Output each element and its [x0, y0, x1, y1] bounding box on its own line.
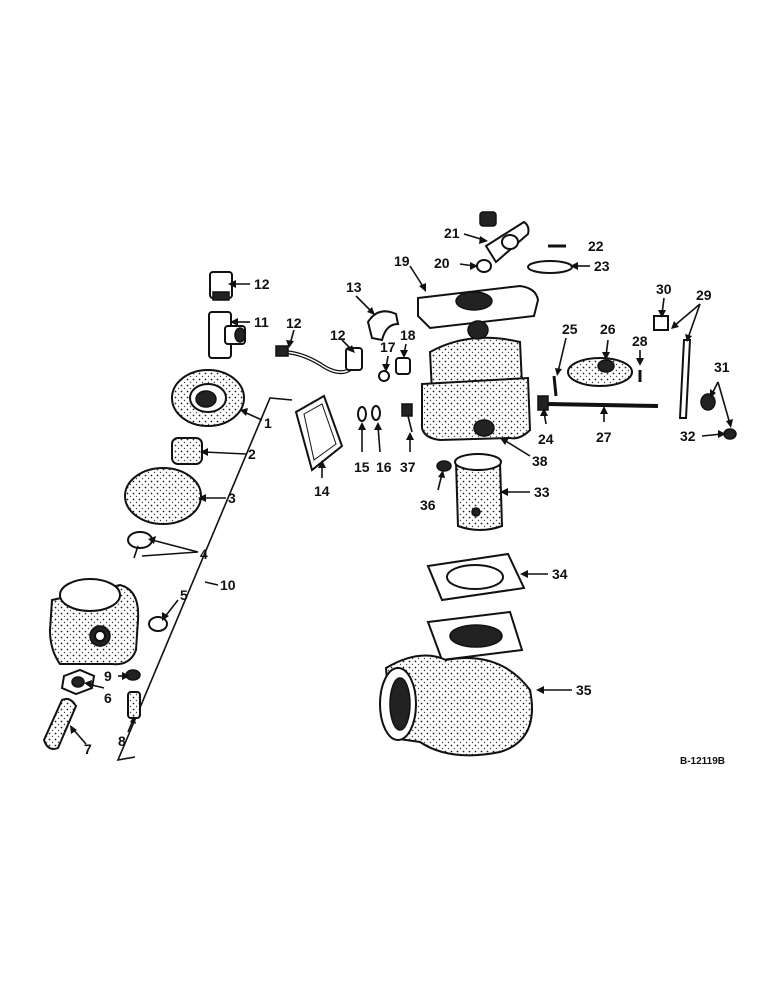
part-19-carburetor-body	[417, 284, 540, 442]
callout-19: 19	[394, 253, 410, 269]
callout-16: 16	[376, 459, 392, 475]
callout-37: 37	[400, 459, 416, 475]
callout-labels: 12 11 1 2 3 4 5 10 9 6 7 8 12 12 13 14 1…	[84, 225, 730, 767]
callout-12a: 12	[254, 276, 270, 292]
part-1-flange	[171, 369, 245, 427]
drawing-code: B-12119B	[680, 756, 725, 767]
part-31-clip	[700, 393, 716, 411]
part-12-fuel-line	[275, 345, 363, 375]
callout-15: 15	[354, 459, 370, 475]
leader-lines	[70, 233, 733, 745]
part-11-tee	[208, 311, 246, 359]
callout-29: 29	[696, 287, 712, 303]
part-9-nut	[125, 669, 141, 681]
callout-3: 3	[228, 490, 236, 506]
valve-housing	[48, 578, 140, 666]
callout-7: 7	[84, 741, 92, 757]
callout-6: 6	[104, 690, 112, 706]
callout-36: 36	[420, 497, 436, 513]
callout-2: 2	[248, 446, 256, 462]
callout-35: 35	[576, 682, 592, 698]
part-36-plug	[436, 460, 452, 472]
callout-24: 24	[538, 431, 554, 447]
part-23-plate	[527, 260, 573, 274]
part-29-arm	[678, 339, 692, 419]
callout-21: 21	[444, 225, 460, 241]
part-35-air-elbow	[379, 610, 533, 757]
part-24-bushing	[537, 395, 549, 411]
part-25-pin	[552, 375, 558, 397]
part-7-bolt	[42, 697, 78, 750]
callout-26: 26	[600, 321, 616, 337]
callout-18: 18	[400, 327, 416, 343]
callout-11: 11	[254, 314, 269, 330]
part-37-needle	[401, 403, 413, 433]
callout-31: 31	[714, 359, 730, 375]
callout-1: 1	[264, 415, 272, 431]
callout-25: 25	[562, 321, 578, 337]
part-26-disc	[567, 357, 633, 387]
callout-8: 8	[118, 733, 126, 749]
callout-4: 4	[200, 546, 208, 562]
part-13-elbow	[366, 310, 400, 342]
callout-14: 14	[314, 483, 330, 499]
callout-13: 13	[346, 279, 362, 295]
callout-33: 33	[534, 484, 550, 500]
part-2-threaded-nipple	[171, 437, 203, 465]
part-6-lock-nut	[60, 668, 96, 696]
callout-30: 30	[656, 281, 672, 297]
callout-28: 28	[632, 333, 648, 349]
part-33-sleeve	[454, 453, 504, 531]
part-16-ring	[371, 405, 381, 421]
callout-22: 22	[588, 238, 604, 254]
callout-9: 9	[104, 668, 112, 684]
callout-10: 10	[220, 577, 236, 593]
callout-20: 20	[434, 255, 450, 271]
part-18-jet	[395, 357, 411, 375]
part-14-gasket	[294, 394, 344, 472]
callout-12c: 12	[330, 327, 346, 343]
part-27-shaft	[547, 402, 659, 408]
callout-17: 17	[380, 339, 396, 355]
callout-34: 34	[552, 566, 568, 582]
part-34-gasket	[426, 552, 526, 602]
part-17-plug	[378, 370, 390, 382]
part-12-fitting	[209, 271, 233, 301]
callout-12b: 12	[286, 315, 302, 331]
part-20-ring	[476, 259, 492, 273]
part-30-bracket	[653, 315, 669, 331]
part-8-screw	[127, 691, 141, 719]
callout-38: 38	[532, 453, 548, 469]
part-3-cover	[124, 467, 202, 525]
part-21-lever	[479, 211, 530, 264]
callout-32: 32	[680, 428, 696, 444]
callout-5: 5	[180, 587, 188, 603]
part-4-valve	[127, 531, 153, 559]
callout-27: 27	[596, 429, 612, 445]
part-15-ring	[357, 406, 367, 422]
group-bracket	[116, 397, 293, 762]
callout-23: 23	[594, 258, 610, 274]
